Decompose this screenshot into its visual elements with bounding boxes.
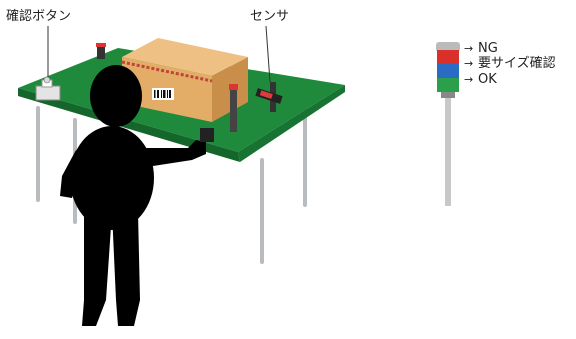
signal-tower xyxy=(436,42,460,206)
legend-ng: →NG xyxy=(464,41,498,56)
barcode-label xyxy=(152,88,174,100)
legend-ng-text: NG xyxy=(478,41,498,56)
legend-size-check: →要サイズ確認 xyxy=(464,56,556,71)
arrow-icon: → xyxy=(464,56,478,71)
legend-ok-text: OK xyxy=(478,72,497,87)
tower-green-light xyxy=(437,78,459,92)
sensor-label: センサ xyxy=(250,9,289,25)
arrow-icon: → xyxy=(464,41,478,56)
confirm-button-label: 確認ボタン xyxy=(6,9,71,25)
tower-red-light xyxy=(437,50,459,64)
legend-ok: →OK xyxy=(464,72,497,87)
tower-blue-light xyxy=(437,64,459,78)
arrow-icon: → xyxy=(464,72,478,87)
legend-size-check-text: 要サイズ確認 xyxy=(478,56,556,71)
